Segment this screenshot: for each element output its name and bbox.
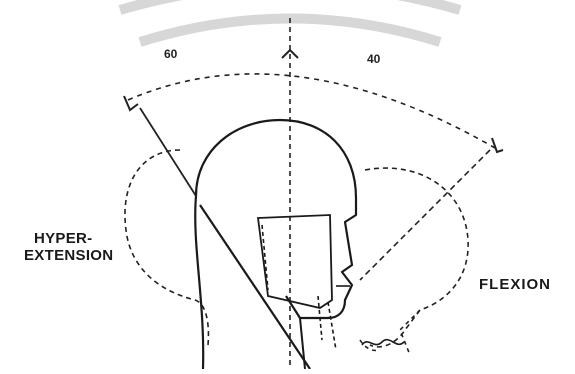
mandible-frame: [258, 215, 332, 308]
flexion-label: FLEXION: [479, 276, 551, 294]
hyperextension-label-line1: HYPER-: [34, 230, 92, 248]
head-diagonal: [200, 205, 310, 369]
angle-label-extension: 60: [164, 47, 177, 61]
flexion-outline: [365, 168, 468, 347]
angle-label-flexion: 40: [367, 52, 380, 66]
hyperextension-label-line2: EXTENSION: [24, 247, 113, 265]
arc-end-markers: [124, 50, 503, 152]
flexion-line: [360, 150, 490, 280]
flexion-face: [360, 310, 420, 355]
neck-back: [195, 196, 203, 369]
extension-line: [140, 108, 196, 196]
range-arc: [128, 74, 495, 148]
mandible-detail: [262, 225, 336, 350]
